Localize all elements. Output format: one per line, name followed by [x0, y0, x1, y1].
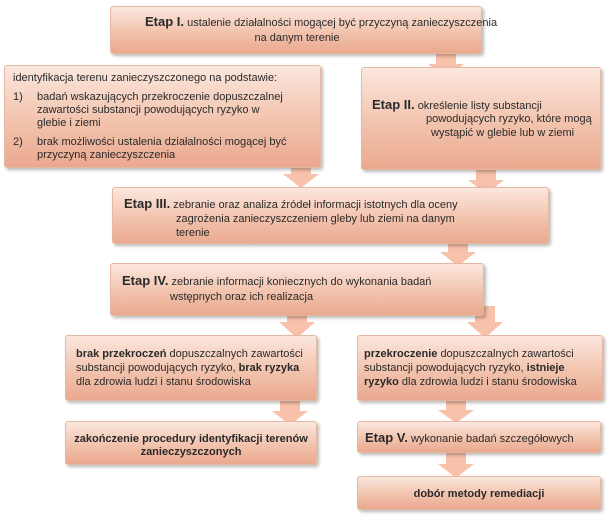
identification-item-1-number: 1)	[13, 91, 23, 103]
etap-1-text-line1: ustalenie działalności mogącej być przyc…	[187, 17, 498, 29]
exceedance-text-line2: substancji powodujących ryzyko,	[364, 362, 524, 374]
arrow-przek-to-e5	[438, 399, 474, 423]
identification-title: identyfikacja terenu zanieczyszczonego n…	[13, 72, 278, 84]
etap-4-label: Etap IV.	[122, 273, 169, 288]
no-exceedance-text-line1: dopuszczalnych zawartości	[169, 348, 303, 360]
identification-item-2-line1: brak możliwości ustalenia działalności m…	[37, 136, 287, 148]
procedure-end-line2: zanieczyszczonych	[140, 446, 242, 458]
identification-item-2-number: 2)	[13, 136, 23, 148]
arrow-e5-to-dob	[438, 452, 474, 478]
etap-5-label: Etap V.	[365, 430, 408, 445]
etap-3-text-line1: zebranie oraz analiza źródeł informacji …	[173, 199, 458, 211]
etap-2-text-line1: określenie listy substancji	[417, 100, 542, 112]
etap-4-text-line2: wstępnych oraz ich realizacja	[170, 291, 314, 303]
etap-1-text-line2: na danym terenie	[254, 32, 340, 44]
no-exceedance-bold: brak przekroczeń	[76, 348, 167, 360]
identification-item-2-line2: przyczyną zanieczyszczenia	[37, 149, 176, 161]
etap-3-box: Etap III. zebranie oraz analiza źródeł i…	[112, 187, 549, 244]
etap-4-text-line1: zebranie informacji koniecznych do wykon…	[171, 276, 432, 288]
arrow-e1-to-e2	[428, 52, 464, 78]
exceedance-box: przekroczenie dopuszczalnych zawartości …	[357, 335, 603, 401]
exceedance-text-line3: dla zdrowia ludzi i stanu środowiska	[401, 376, 577, 388]
risk-bold: ryzyko	[364, 376, 399, 388]
remediation-text: dobór metody remediacji	[413, 488, 545, 500]
etap-4-box: Etap IV. zebranie informacji koniecznych…	[110, 263, 484, 316]
etap-3-text-line2: zagrożenia zanieczyszczeniem gleby lub z…	[176, 213, 455, 225]
identification-item-1-line1: badań wskazujących przekroczenie dopuszc…	[37, 91, 283, 103]
exceedance-text-line1: dopuszczalnych zawartości	[440, 348, 574, 360]
identification-item-1-line3: glebie i ziemi	[37, 117, 101, 129]
identification-box: identyfikacja terenu zanieczyszczonego n…	[4, 65, 321, 168]
etap-1-box: Etap I. ustalenie działalności mogącej b…	[110, 6, 497, 54]
etap-2-label: Etap II.	[372, 97, 415, 112]
etap-2-text-line3: wystąpić w glebie lub w ziemi	[431, 127, 575, 139]
arrow-e3-to-e4	[440, 240, 476, 266]
risk-exists-bold: istnieje	[526, 362, 565, 374]
remediation-box: dobór metody remediacji	[357, 476, 601, 510]
etap-3-text-line3: terenie	[176, 227, 210, 239]
etap-2-text-line2: powodujących ryzyko, które mogą	[426, 113, 592, 125]
identification-item-2: 2) brak możliwości ustalenia działalnośc…	[13, 136, 314, 162]
etap-1-label: Etap I.	[145, 14, 185, 29]
etap-5-box: Etap V. wykonanie badań szczegółowych	[357, 421, 601, 453]
arrow-brak-to-zak	[272, 399, 308, 425]
etap-3-label: Etap III.	[124, 196, 171, 211]
identification-item-1: 1) badań wskazujących przekroczenie dopu…	[13, 91, 314, 130]
etap-2-box: Etap II. określenie listy substancji pow…	[361, 67, 601, 170]
no-exceedance-text-line3: dla zdrowia ludzi i stanu środowiska	[76, 376, 251, 388]
identification-item-1-line2: zawartości substancji powodujących ryzyk…	[37, 104, 260, 116]
procedure-end-box: zakończenie procedury identyfikacji tere…	[65, 421, 317, 465]
no-exceedance-box: brak przekroczeń dopuszczalnych zawartoś…	[65, 335, 317, 401]
etap-5-text: wykonanie badań szczegółowych	[410, 433, 574, 445]
no-exceedance-text-line2: substancji powodujących ryzyko,	[76, 362, 236, 374]
exceedance-bold: przekroczenie	[364, 348, 438, 360]
no-risk-bold: brak ryzyka	[238, 362, 300, 374]
procedure-end-line1: zakończenie procedury identyfikacji tere…	[74, 433, 308, 445]
